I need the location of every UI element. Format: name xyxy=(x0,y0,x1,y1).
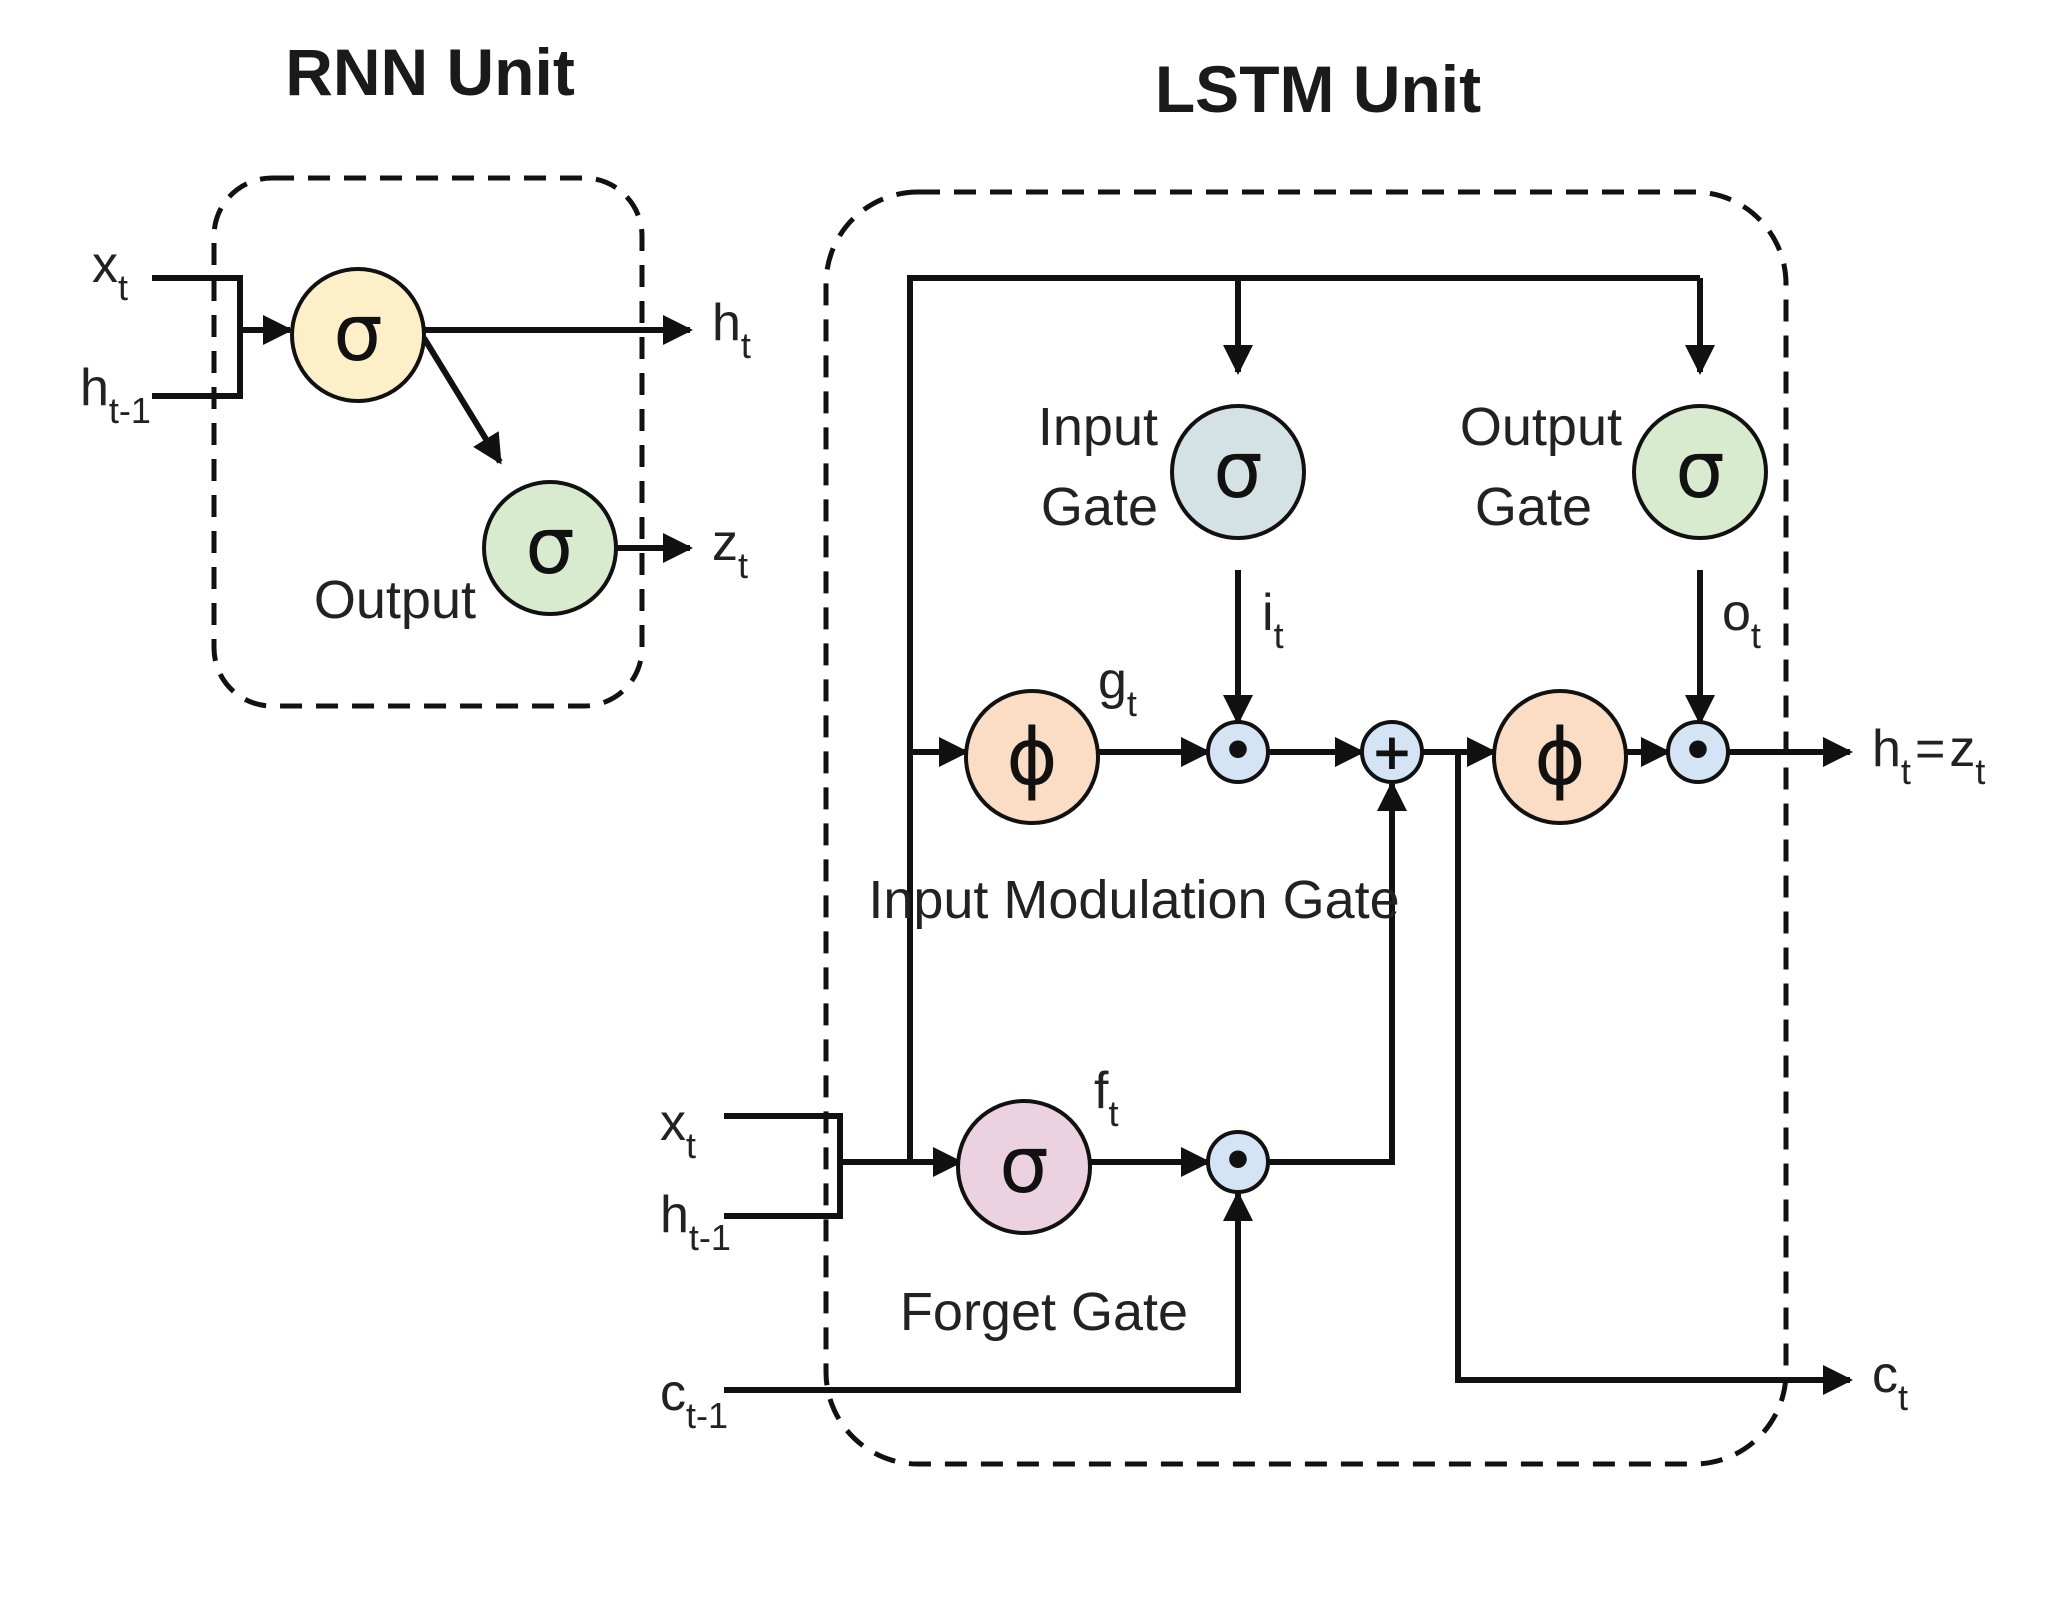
output-gate-label-2: Gate xyxy=(1475,477,1592,537)
rnn-unit: RNN Unit xt ht-1 σ σ Output ht zt xyxy=(80,35,751,709)
output-gate-output-o: ot xyxy=(1722,584,1761,656)
lstm-unit: LSTM Unit xt ht-1 ct-1 σ Input Gate it xyxy=(660,52,1985,1467)
input-gate-label-1: Input xyxy=(1038,397,1158,457)
output-gate-label-1: Output xyxy=(1460,397,1622,457)
input-gate-output-i: it xyxy=(1262,584,1284,656)
lstm-title: LSTM Unit xyxy=(1155,52,1481,126)
rnn-output-z: zt xyxy=(712,514,748,586)
forget-gate-sigma: σ xyxy=(999,1121,1048,1211)
lstm-output-c: ct xyxy=(1872,1346,1908,1418)
modulation-gate-output-g: gt xyxy=(1098,652,1137,724)
output-multiply-op xyxy=(1666,720,1730,784)
rnn-boundary xyxy=(211,175,645,709)
output-gate-node xyxy=(1632,404,1768,540)
rnn-output-sigma: σ xyxy=(525,502,574,592)
forget-mul-to-add-wire xyxy=(1268,781,1407,1165)
input-gate-label-2: Gate xyxy=(1041,477,1158,537)
cell-state-out-wire xyxy=(1455,752,1853,1395)
rnn-title: RNN Unit xyxy=(285,35,575,109)
modulation-gate-label: Input Modulation Gate xyxy=(868,870,1399,930)
rnn-input-h: ht-1 xyxy=(80,359,151,431)
cell-tanh-phi: ϕ xyxy=(1534,713,1585,803)
cell-add-op xyxy=(1360,720,1424,784)
modulation-gate-node xyxy=(964,689,1100,825)
input-gate-sigma: σ xyxy=(1213,426,1262,516)
cell-tanh-node xyxy=(1492,689,1628,825)
lstm-input-h: ht-1 xyxy=(660,1186,731,1258)
input-multiply-symbol: • xyxy=(1222,722,1254,780)
output-multiply-symbol: • xyxy=(1682,722,1714,780)
forget-multiply-op xyxy=(1206,1130,1270,1194)
c-prev-wire xyxy=(724,1191,1253,1393)
lstm-output-h-z: ht=zt xyxy=(1872,720,1985,792)
rnn-to-output-arrow xyxy=(421,336,503,465)
lstm-input-bracket xyxy=(724,1113,843,1219)
rnn-hidden-sigma: σ xyxy=(333,289,382,379)
output-gate-sigma: σ xyxy=(1675,426,1724,516)
forget-multiply-symbol: • xyxy=(1222,1132,1254,1190)
lstm-boundary xyxy=(823,189,1789,1467)
rnn-output-node xyxy=(482,480,618,616)
lstm-input-x: xt xyxy=(660,1094,696,1166)
lstm-input-c: ct-1 xyxy=(660,1364,728,1436)
lstm-input-bus xyxy=(907,275,1700,1162)
rnn-input-x: xt xyxy=(92,236,128,308)
input-gate-node xyxy=(1170,404,1306,540)
input-multiply-op xyxy=(1206,720,1270,784)
forget-gate-node xyxy=(956,1099,1092,1235)
modulation-gate-phi: ϕ xyxy=(1006,713,1057,803)
rnn-output-label: Output xyxy=(314,570,476,630)
rnn-input-x-wire xyxy=(152,275,243,399)
forget-gate-output-f: ft xyxy=(1094,1062,1118,1134)
rnn-hidden-node xyxy=(290,267,426,403)
forget-gate-label: Forget Gate xyxy=(900,1282,1188,1342)
rnn-output-h: ht xyxy=(712,294,751,366)
cell-add-symbol: + xyxy=(1371,723,1413,781)
